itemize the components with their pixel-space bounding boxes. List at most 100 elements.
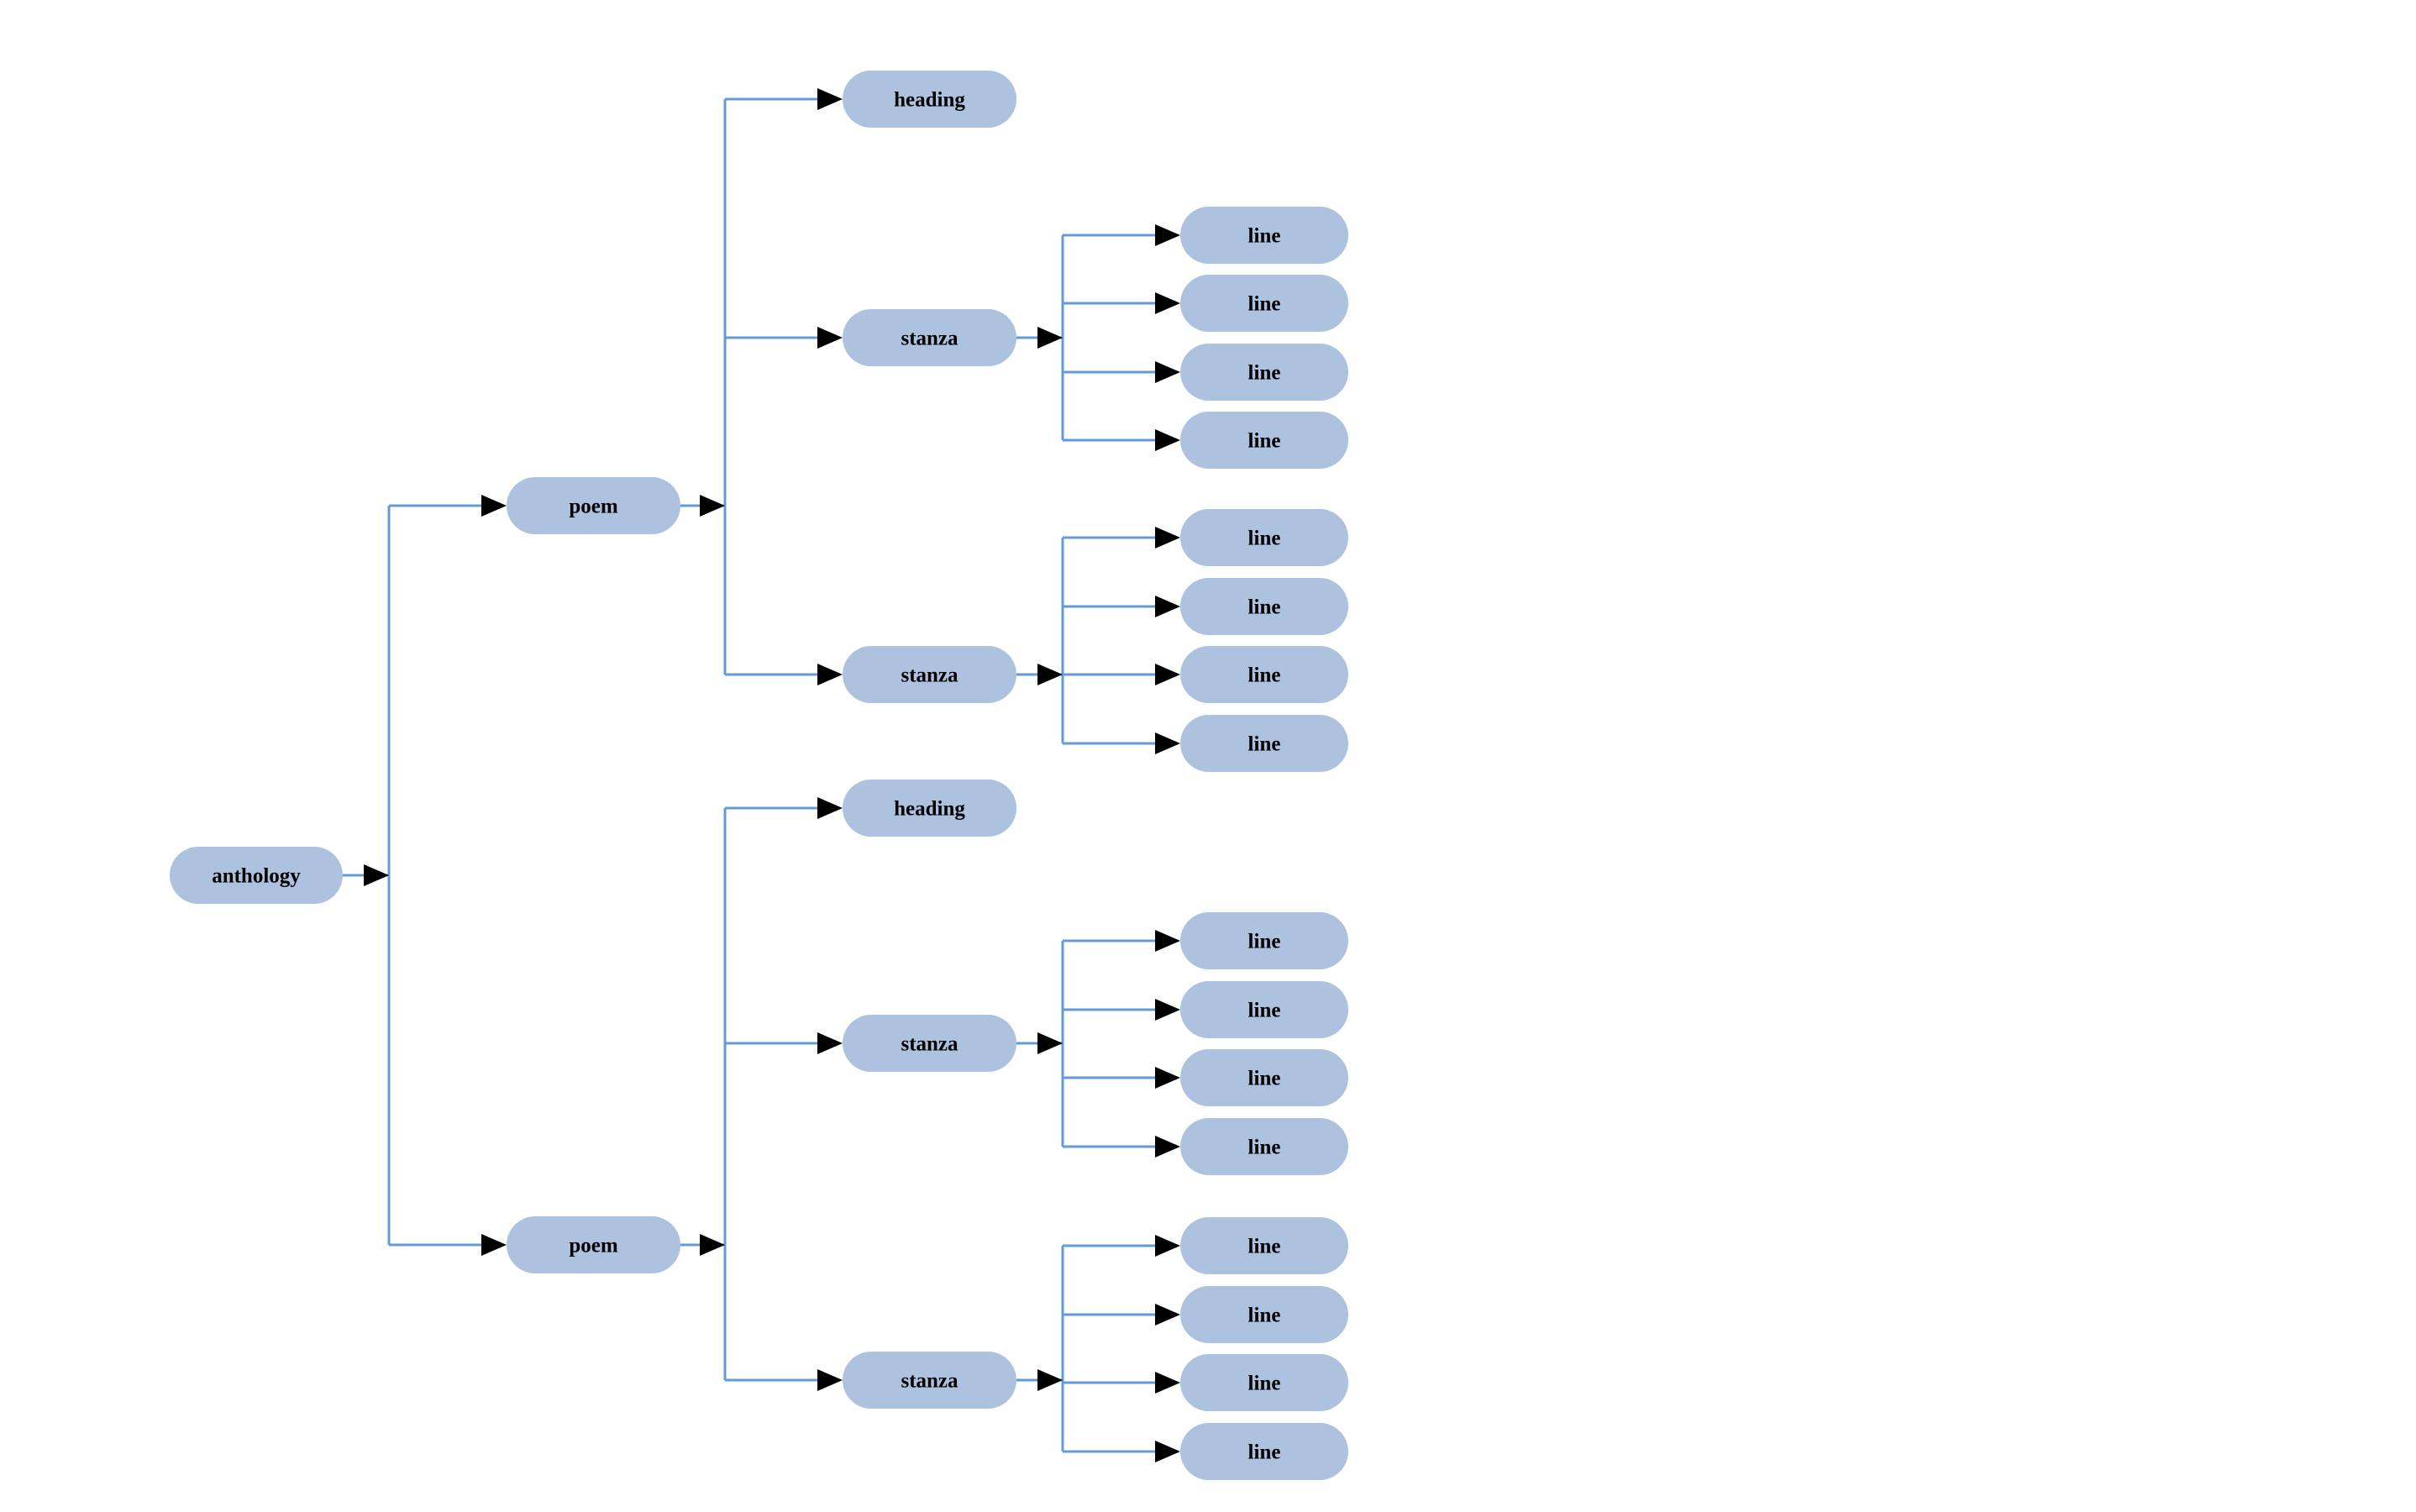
node-shape-p2-stanza2	[843, 1352, 1016, 1409]
node-p1-stanza1[interactable]: stanza	[843, 309, 1016, 366]
node-p2-s1-line3[interactable]: line	[1180, 1049, 1348, 1106]
node-p1-s2-line3[interactable]: line	[1180, 646, 1348, 703]
arrow-head-to-p2-stanza1	[817, 1032, 843, 1054]
node-p2-s2-line2[interactable]: line	[1180, 1286, 1348, 1343]
node-shape-p2-s2-line1	[1180, 1217, 1348, 1274]
node-p1-stanza2[interactable]: stanza	[843, 646, 1016, 703]
node-shape-p1-s2-line2	[1180, 578, 1348, 635]
node-shape-anthology	[170, 847, 343, 904]
node-shape-p2-s1-line2	[1180, 981, 1348, 1038]
arrow-head-to-p2-s1-line3	[1155, 1067, 1180, 1089]
node-shape-p1-s1-line1	[1180, 207, 1348, 264]
arrow-head-to-p2-s1-line4	[1155, 1136, 1180, 1158]
arrow-head-to-p2-heading	[817, 797, 843, 819]
node-shape-p2-s1-line3	[1180, 1049, 1348, 1106]
edge-layer	[343, 97, 1155, 1453]
arrow-head-to-p1-s1-line3	[1155, 361, 1180, 383]
arrow-head-to-p2-s2-line4	[1155, 1441, 1180, 1462]
arrow-head-to-p1-stanza2	[817, 664, 843, 685]
node-shape-p1-s2-line3	[1180, 646, 1348, 703]
arrow-head-to-p1-s2-line2	[1155, 596, 1180, 617]
node-label-p2-s2-line4: line	[1248, 1441, 1281, 1464]
node-label-p2-s2-line2: line	[1248, 1305, 1281, 1327]
arrow-head-from-anthology	[364, 864, 389, 886]
node-p2-s2-line4[interactable]: line	[1180, 1423, 1348, 1480]
node-p1-s1-line3[interactable]: line	[1180, 344, 1348, 401]
arrow-head-from-p1-stanza2	[1037, 664, 1063, 685]
node-label-p1-s1-line4: line	[1248, 430, 1281, 453]
node-p2-stanza1[interactable]: stanza	[843, 1015, 1016, 1072]
node-label-p1-heading: heading	[894, 89, 965, 112]
node-p2-s2-line1[interactable]: line	[1180, 1217, 1348, 1274]
node-label-p2-s2-line3: line	[1248, 1373, 1281, 1395]
node-shape-p1-s2-line1	[1180, 509, 1348, 566]
arrow-head-to-p1-s2-line4	[1155, 732, 1180, 754]
node-p2-s1-line4[interactable]: line	[1180, 1118, 1348, 1175]
node-label-p1-s1-line2: line	[1248, 293, 1281, 316]
node-shape-p2-s2-line4	[1180, 1423, 1348, 1480]
node-label-p1-s1-line3: line	[1248, 362, 1281, 385]
arrow-head-to-p1-s1-line4	[1155, 429, 1180, 451]
node-p1-s2-line4[interactable]: line	[1180, 715, 1348, 772]
arrow-head-from-poem2	[700, 1234, 725, 1256]
node-label-poem1: poem	[569, 496, 618, 518]
arrow-head-to-p1-s2-line1	[1155, 527, 1180, 549]
node-poem1[interactable]: poem	[507, 477, 680, 534]
arrow-head-to-poem1	[481, 495, 507, 517]
node-shape-p1-s2-line4	[1180, 715, 1348, 772]
arrow-head-from-p2-stanza2	[1037, 1369, 1063, 1391]
node-p2-s2-line3[interactable]: line	[1180, 1354, 1348, 1411]
node-label-p1-stanza1: stanza	[901, 328, 959, 350]
node-p1-heading[interactable]: heading	[843, 71, 1016, 128]
arrow-head-to-p1-stanza1	[817, 327, 843, 349]
node-label-p1-s2-line3: line	[1248, 664, 1281, 687]
node-shape-p2-stanza1	[843, 1015, 1016, 1072]
node-anthology[interactable]: anthology	[170, 847, 343, 904]
node-poem2[interactable]: poem	[507, 1216, 680, 1273]
node-shape-p2-s2-line3	[1180, 1354, 1348, 1411]
arrow-head-to-p2-stanza2	[817, 1369, 843, 1391]
arrow-head-to-p1-s1-line2	[1155, 292, 1180, 314]
node-shape-poem2	[507, 1216, 680, 1273]
node-label-poem2: poem	[569, 1235, 618, 1257]
arrow-head-to-p2-s2-line3	[1155, 1372, 1180, 1394]
node-p2-s1-line2[interactable]: line	[1180, 981, 1348, 1038]
arrow-head-from-p1-stanza1	[1037, 327, 1063, 349]
node-shape-p1-stanza2	[843, 646, 1016, 703]
node-p2-stanza2[interactable]: stanza	[843, 1352, 1016, 1409]
node-p2-heading[interactable]: heading	[843, 780, 1016, 837]
node-p1-s1-line1[interactable]: line	[1180, 207, 1348, 264]
node-label-p1-stanza2: stanza	[901, 664, 959, 687]
node-label-p2-s1-line1: line	[1248, 931, 1281, 953]
node-label-p1-s2-line4: line	[1248, 733, 1281, 756]
node-shape-p2-s1-line1	[1180, 912, 1348, 969]
node-shape-p2-heading	[843, 780, 1016, 837]
node-p1-s1-line4[interactable]: line	[1180, 412, 1348, 469]
node-p2-s1-line1[interactable]: line	[1180, 912, 1348, 969]
arrow-head-to-p2-s2-line2	[1155, 1304, 1180, 1326]
arrow-head-to-p1-s2-line3	[1155, 664, 1180, 685]
node-p1-s2-line2[interactable]: line	[1180, 578, 1348, 635]
node-shape-poem1	[507, 477, 680, 534]
node-p1-s1-line2[interactable]: line	[1180, 275, 1348, 332]
node-label-p2-s1-line3: line	[1248, 1068, 1281, 1090]
node-p1-s2-line1[interactable]: line	[1180, 509, 1348, 566]
node-label-anthology: anthology	[212, 865, 301, 888]
node-label-p2-heading: heading	[894, 798, 965, 821]
node-shape-p2-s2-line2	[1180, 1286, 1348, 1343]
node-label-p2-stanza2: stanza	[901, 1370, 959, 1393]
node-layer: anthology poem heading stanza line line line li…	[170, 71, 1348, 1480]
node-shape-p1-stanza1	[843, 309, 1016, 366]
arrow-head-layer	[364, 88, 1180, 1462]
arrow-head-to-p1-s1-line1	[1155, 224, 1180, 246]
node-shape-p1-s1-line3	[1180, 344, 1348, 401]
arrow-head-to-p2-s1-line1	[1155, 930, 1180, 952]
node-shape-p1-s1-line2	[1180, 275, 1348, 332]
node-label-p2-s1-line4: line	[1248, 1137, 1281, 1159]
node-label-p1-s1-line1: line	[1248, 225, 1281, 248]
arrow-head-from-p2-stanza1	[1037, 1032, 1063, 1054]
arrow-head-to-p1-heading	[817, 88, 843, 110]
node-label-p2-stanza1: stanza	[901, 1033, 959, 1056]
